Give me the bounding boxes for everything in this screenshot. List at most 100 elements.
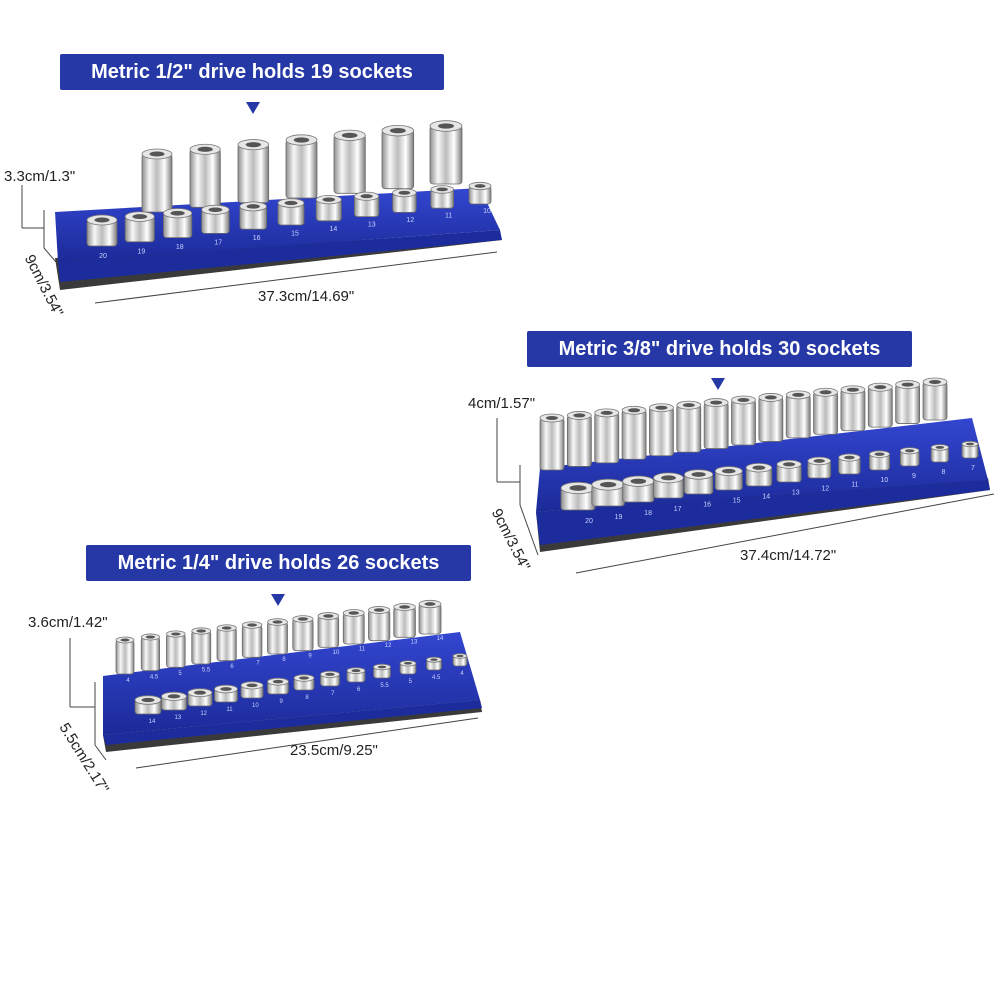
socket [187, 688, 213, 707]
socket [191, 627, 212, 665]
socket-size-label: 10 [880, 477, 888, 484]
socket-size-label: 4 [460, 671, 464, 677]
socket [140, 633, 160, 672]
socket [277, 198, 305, 226]
socket [840, 385, 866, 432]
socket-size-label: 9 [308, 654, 312, 660]
socket-size-label: 17 [674, 506, 682, 513]
socket-size-label: 19 [615, 514, 623, 521]
socket-size-label: 11 [226, 707, 233, 713]
socket-size-label: 19 [138, 249, 146, 256]
socket-size-label: 6 [230, 664, 234, 670]
socket-size-label: 11 [851, 481, 858, 488]
socket [333, 129, 366, 194]
socket [566, 411, 592, 467]
socket [838, 453, 861, 475]
socket [745, 463, 773, 487]
socket [201, 204, 230, 234]
socket-size-labels: 44.555.567891011121314141312111098765.55… [126, 636, 464, 725]
socket [237, 139, 270, 204]
socket-size-label: 15 [291, 231, 299, 238]
socket-size-label: 5.5 [380, 683, 389, 689]
socket [703, 398, 729, 449]
socket [214, 684, 238, 703]
socket-size-label: 10 [252, 703, 259, 709]
height-dimension-three-eighths: 4cm/1.57" [468, 395, 536, 412]
socket-size-label: 4 [126, 678, 130, 684]
socket [683, 469, 714, 495]
socket [930, 444, 949, 463]
socket-size-label: 12 [385, 643, 392, 649]
socket [162, 208, 193, 238]
socket-size-label: 20 [99, 253, 107, 260]
socket-size-label: 5.5 [202, 668, 211, 674]
socket-size-label: 13 [174, 715, 181, 721]
socket [115, 636, 135, 675]
socket-size-label: 9 [912, 473, 916, 480]
socket-size-label: 5 [409, 679, 413, 685]
socket-size-label: 10 [483, 208, 491, 215]
socket [267, 618, 288, 655]
socket-size-label: 13 [792, 489, 800, 496]
socket-size-label: 7 [256, 661, 260, 667]
dimension-lines-half [21, 185, 498, 304]
socket-size-label: 8 [942, 469, 946, 476]
socket [373, 663, 391, 679]
socket [426, 656, 442, 671]
socket [241, 621, 263, 658]
socket [731, 395, 756, 446]
socket [676, 400, 702, 453]
tray-front [58, 230, 502, 282]
socket [429, 120, 463, 185]
height-dimension-quarter: 3.6cm/1.42" [28, 614, 108, 631]
short-socket-row [134, 653, 468, 715]
socket [166, 630, 186, 668]
socket-tray-quarter-inch: 44.555.567891011121314141312111098765.55… [103, 599, 482, 752]
length-dimension-three-eighths: 37.4cm/14.72" [740, 547, 837, 564]
socket [342, 609, 365, 645]
socket-size-label: 9 [279, 699, 283, 705]
socket [141, 148, 173, 213]
socket-size-label: 14 [330, 226, 338, 233]
socket-size-label: 14 [149, 719, 156, 725]
socket [399, 660, 417, 675]
tall-socket-row [539, 377, 948, 471]
socket-size-label: 5 [178, 671, 182, 677]
socket-size-label: 20 [585, 518, 593, 525]
socket [622, 475, 655, 503]
socket-size-label: 16 [253, 235, 261, 242]
socket [317, 612, 340, 648]
socket [292, 615, 314, 652]
socket [468, 181, 492, 205]
socket [315, 195, 342, 222]
socket [368, 606, 391, 642]
socket-size-label: 13 [411, 640, 418, 646]
socket [239, 201, 268, 230]
socket [560, 481, 596, 511]
banner-half-inch-drive: Metric 1/2" drive holds 19 sockets [60, 54, 444, 90]
socket-size-label: 18 [644, 510, 652, 517]
length-dimension-quarter: 23.5cm/9.25" [290, 742, 378, 759]
banner-quarter-inch-drive: Metric 1/4" drive holds 26 sockets [86, 545, 471, 581]
length-dimension-half: 37.3cm/14.69" [258, 288, 355, 305]
socket-size-label: 14 [437, 636, 444, 642]
socket [189, 143, 221, 208]
socket [813, 387, 838, 435]
dimension-lines-three-eighths [496, 418, 995, 574]
socket [320, 670, 340, 687]
socket-size-label: 18 [176, 244, 184, 251]
tray-front [103, 700, 482, 745]
socket [776, 459, 802, 483]
socket [869, 450, 891, 471]
socket [134, 695, 162, 715]
socket [418, 599, 442, 635]
socket [653, 472, 684, 499]
short-socket-row [86, 181, 492, 247]
socket [649, 403, 674, 457]
socket-size-label: 14 [762, 494, 770, 501]
socket [393, 602, 416, 638]
